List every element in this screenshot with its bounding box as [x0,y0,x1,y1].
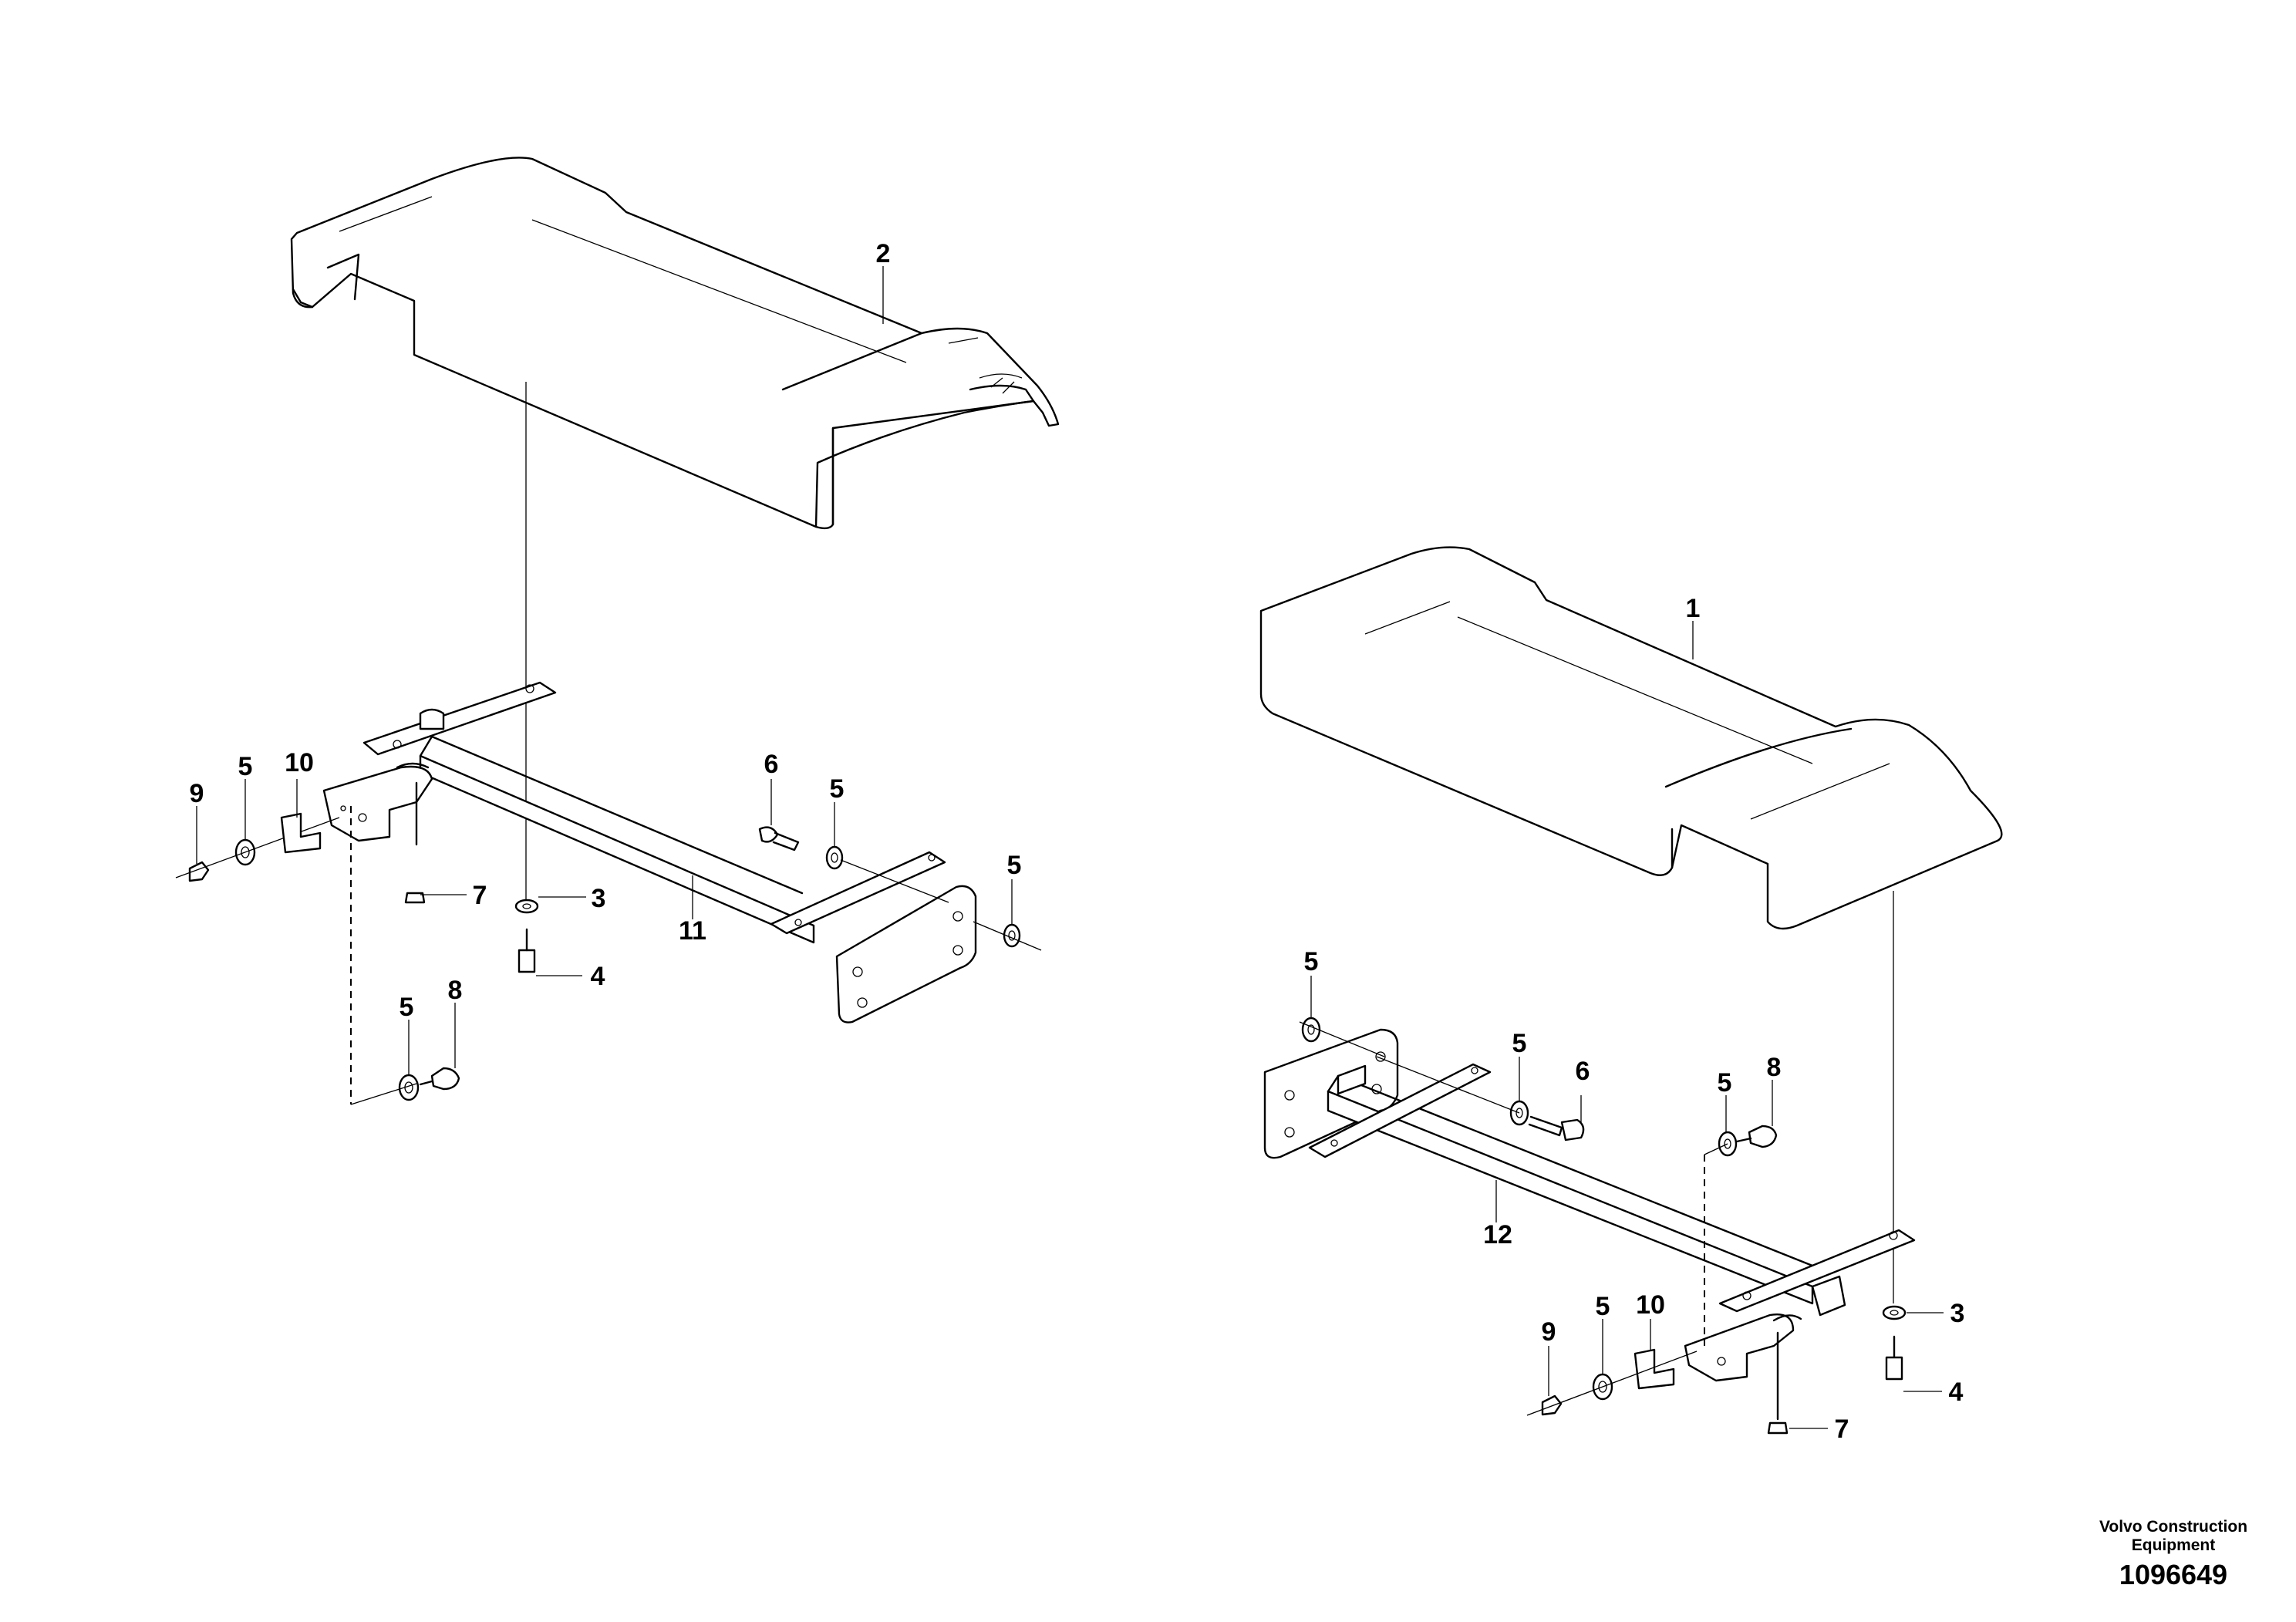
bar-part-11 [322,681,977,1023]
right-callouts: 1 5 5 6 5 8 12 9 5 10 3 4 7 [1304,594,1965,1444]
callout-3: 3 [1950,1299,1965,1328]
callout-7: 7 [473,881,487,910]
cover-part-2 [290,157,1060,530]
callout-1: 1 [1686,594,1701,623]
callout-5: 5 [1718,1068,1732,1098]
right-fasteners [1299,1017,1907,1435]
left-leaders [196,266,1013,1076]
callout-5: 5 [1304,947,1319,976]
cover-part-1 [1259,546,2003,930]
drawing-number: 1096649 [2119,1559,2227,1590]
callout-5: 5 [400,993,414,1022]
callout-7: 7 [1835,1415,1849,1444]
callout-4: 4 [591,962,605,991]
bar-part-12 [1263,1028,1916,1421]
callout-6: 6 [1576,1057,1590,1086]
callout-2: 2 [876,239,891,268]
callout-5: 5 [1596,1292,1610,1321]
callout-10: 10 [285,748,314,777]
callout-3: 3 [592,884,606,913]
callout-8: 8 [448,976,463,1005]
left-fasteners [175,806,1042,1105]
callout-8: 8 [1767,1053,1782,1082]
callout-5: 5 [1512,1029,1527,1058]
callout-10: 10 [1636,1290,1665,1320]
brand-line-1: Volvo Construction [2099,1518,2247,1536]
callout-9: 9 [190,779,204,808]
right-assembly [1259,546,2003,1435]
callout-5: 5 [830,774,845,804]
footer-brand: Volvo Construction Equipment 1096649 [2099,1518,2247,1590]
callout-4: 4 [1949,1378,1964,1407]
callout-9: 9 [1542,1317,1556,1347]
callout-6: 6 [764,750,779,779]
brand-line-2: Equipment [2132,1536,2216,1554]
left-assembly [175,157,1060,1105]
right-leaders [1310,621,1944,1429]
callout-5: 5 [1007,851,1022,880]
callout-5: 5 [238,752,253,781]
callout-12: 12 [1483,1220,1512,1249]
callout-11: 11 [679,916,706,946]
left-callouts: 2 9 5 10 6 5 5 7 3 4 11 5 8 [190,239,1022,1022]
